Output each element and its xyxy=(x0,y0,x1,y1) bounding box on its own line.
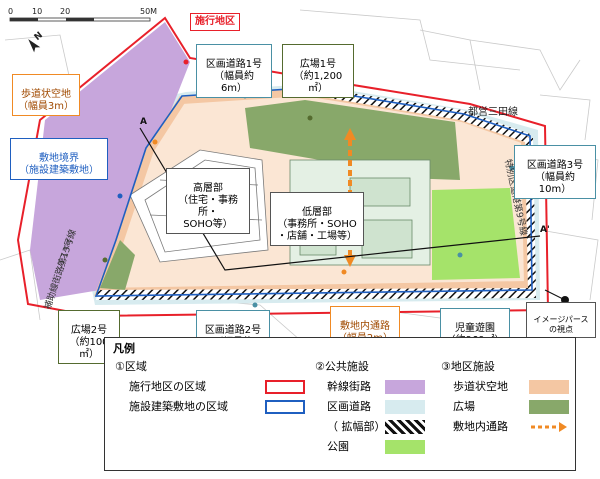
childrens-park-area xyxy=(432,188,520,280)
legend-park-swatch xyxy=(385,440,425,454)
legend-arterial-road-label: 幹線街路 xyxy=(327,380,371,393)
scale-tick-50m: 50M xyxy=(140,7,157,16)
legend-panel: 凡例 ①区域 施行地区の区域 施設建築敷地の区域 ②公共施設 幹線街路 区画道路… xyxy=(104,337,576,471)
legend-plaza-swatch xyxy=(529,400,569,414)
widened-road-hatch-south xyxy=(96,288,536,300)
legend-group-3-heading: ③地区施設 xyxy=(441,360,495,373)
scale-tick-20: 20 xyxy=(60,7,70,16)
legend-group-2-heading: ②公共施設 xyxy=(315,360,369,373)
legend-site-boundary-swatch xyxy=(265,400,305,414)
legend-title: 凡例 xyxy=(113,342,135,355)
scale-bar: 0 10 20 50M xyxy=(8,7,157,22)
plaza-2-area xyxy=(100,240,135,290)
leader-dots xyxy=(102,59,515,308)
site-boundary-line xyxy=(94,87,533,297)
legend-onsite-passage-swatch xyxy=(529,420,569,434)
legend-park-label: 公園 xyxy=(327,440,349,453)
callout-execution-area: 施行地区 xyxy=(190,13,240,31)
callout-highrise: 高層部 （住宅・事務所・ SOHO等） xyxy=(166,168,250,234)
callout-district-road-3: 区画道路3号 （幅員約10m） xyxy=(514,145,596,199)
arterial-road-area xyxy=(30,22,190,300)
callout-site-boundary: 敷地境界 （施設建築敷地） xyxy=(10,138,108,180)
callout-lowrise: 低層部 （事務所・SOHO ・店舗・工場等） xyxy=(270,192,364,246)
section-a-prime-label: A' xyxy=(540,225,550,235)
legend-site-boundary-label: 施設建築敷地の区域 xyxy=(129,400,228,413)
legend-execution-area-swatch xyxy=(265,380,305,394)
widened-road-hatch-north xyxy=(305,86,530,142)
legend-execution-area-label: 施行地区の区域 xyxy=(129,380,206,393)
legend-district-road-label: 区画道路 xyxy=(327,400,371,413)
legend-sidewalk-space-swatch xyxy=(529,380,569,394)
legend-group-1-heading: ①区域 xyxy=(115,360,147,373)
dashed-arrow-icon xyxy=(531,422,567,432)
toei-mita-line-label: 都営三田線 xyxy=(468,105,518,118)
callout-perspective-view: イメージパース の視点 xyxy=(526,302,596,338)
callout-plaza-1: 広場1号 （約1,200㎡） xyxy=(282,44,354,98)
section-a-label: A xyxy=(140,117,147,127)
scale-tick-10: 10 xyxy=(32,7,42,16)
callout-district-road-1: 区画道路1号 （幅員約6m） xyxy=(196,44,272,98)
legend-widened-swatch xyxy=(385,420,425,434)
legend-arterial-road-swatch xyxy=(385,380,425,394)
callout-sidewalk-space: 歩道状空地 （幅員3m） xyxy=(12,74,80,116)
legend-widened-label: （ 拡幅部） xyxy=(327,420,386,433)
legend-sidewalk-space-label: 歩道状空地 xyxy=(453,380,508,393)
legend-onsite-passage-label: 敷地内通路 xyxy=(453,420,508,433)
legend-district-road-swatch xyxy=(385,400,425,414)
legend-plaza-label: 広場 xyxy=(453,400,475,413)
scale-tick-0: 0 xyxy=(8,7,13,16)
